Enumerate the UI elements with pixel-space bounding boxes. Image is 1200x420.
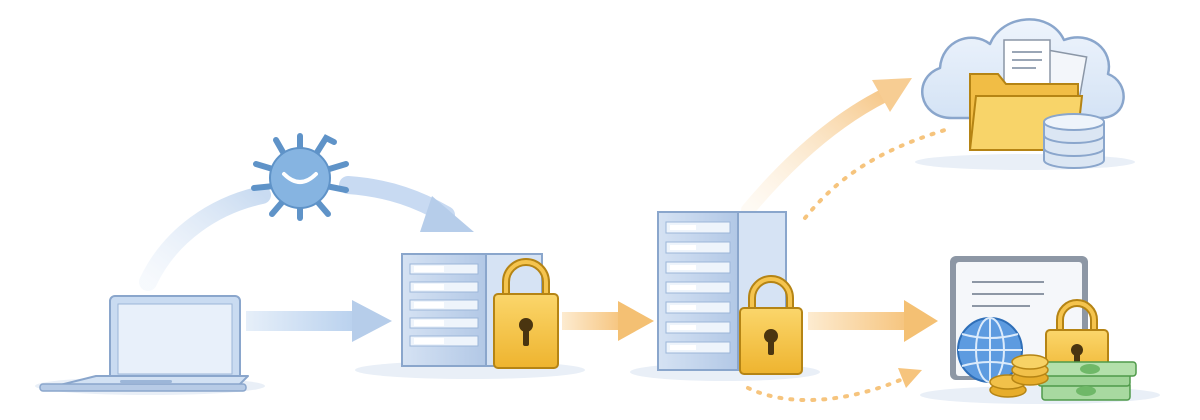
malware-to-server-arrow <box>339 176 474 232</box>
laptop-to-malware-arc <box>139 186 271 291</box>
bug-body <box>269 147 331 209</box>
padlock-icon-1 <box>493 258 559 369</box>
cash-stack-icon <box>1037 361 1137 401</box>
server-to-cloud-dotted <box>803 128 947 220</box>
database-icon <box>1043 113 1105 169</box>
server-to-cloud-arrow <box>741 78 912 217</box>
server-to-server-arrow <box>562 301 654 341</box>
padlock-icon-2 <box>739 275 803 375</box>
server-to-financial-arrow <box>808 300 938 342</box>
laptop-icon <box>39 295 249 392</box>
coin-stack-icon <box>989 354 1049 398</box>
laptop-to-server-arrow <box>246 300 392 342</box>
server-to-financial-dotted <box>746 368 922 402</box>
